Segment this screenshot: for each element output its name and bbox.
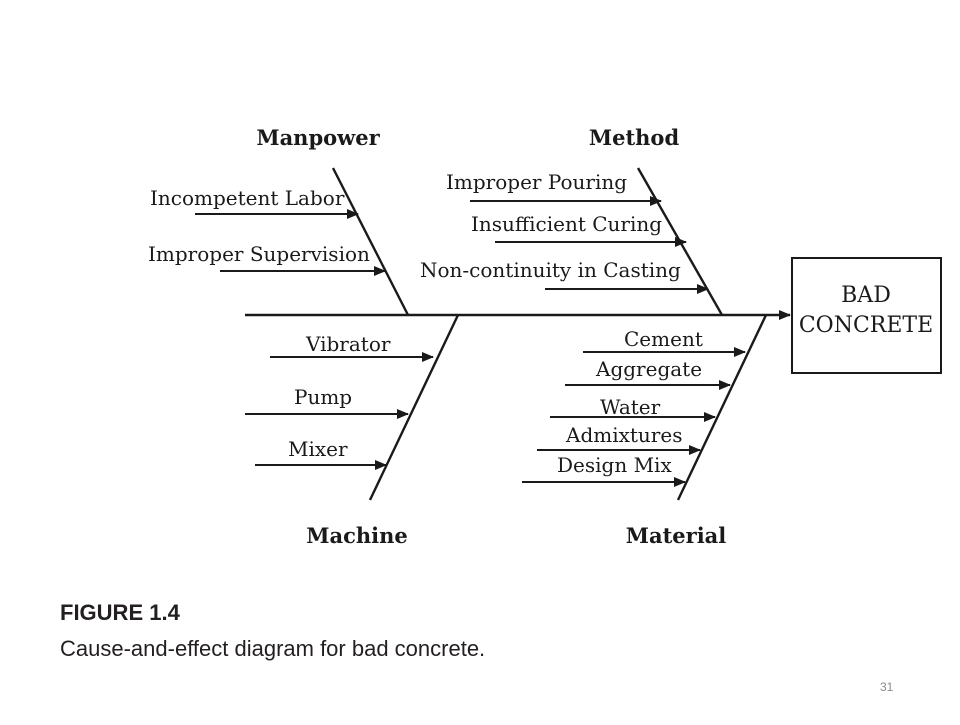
cause-improper-supervision: Improper Supervision [148,242,370,266]
cause-insufficient-curing: Insufficient Curing [471,212,662,236]
category-material: Material [626,523,727,548]
category-manpower: Manpower [256,125,380,150]
effect-box [791,257,942,374]
category-method: Method [589,125,680,150]
cause-non-continuity-casting: Non-continuity in Casting [420,258,681,282]
bone-material [676,314,768,501]
category-machine: Machine [306,523,408,548]
figure-caption: Cause-and-effect diagram for bad concret… [60,636,486,661]
cause-water: Water [600,395,661,419]
cause-mixer: Mixer [288,437,348,461]
cause-vibrator: Vibrator [305,332,391,356]
cause-design-mix: Design Mix [557,453,672,477]
effect-label-line2: CONCRETE [799,313,933,338]
cause-incompetent-labor: Incompetent Labor [150,186,345,210]
effect-label-line1: BAD [841,283,891,308]
figure-title: FIGURE 1.4 [60,600,180,625]
cause-pump: Pump [294,385,352,409]
bone-manpower [331,167,410,316]
cause-aggregate: Aggregate [595,357,702,381]
cause-admixtures: Admixtures [565,423,682,447]
cause-improper-pouring: Improper Pouring [446,170,627,194]
cause-cement: Cement [624,327,703,351]
page-number: 31 [880,680,894,694]
